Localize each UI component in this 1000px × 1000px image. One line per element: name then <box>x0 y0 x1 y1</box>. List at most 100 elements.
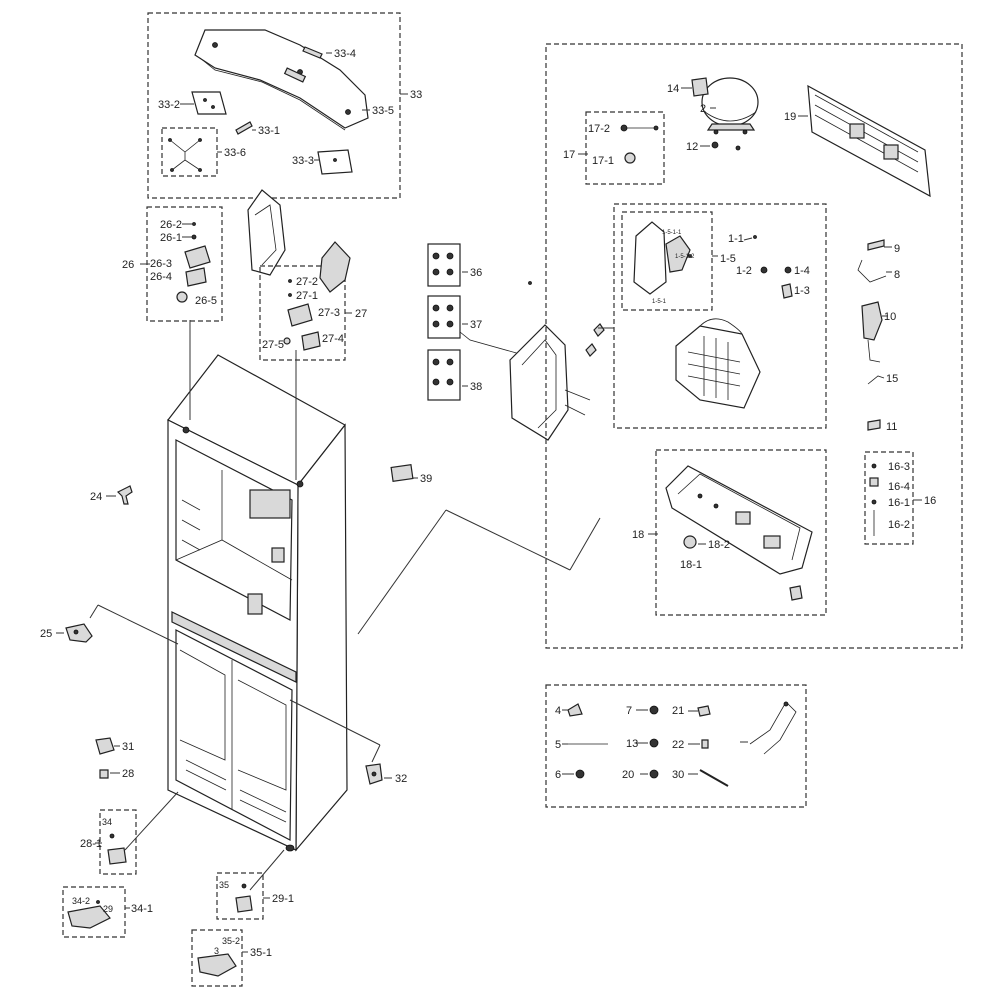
part-6 <box>649 705 659 715</box>
label-34-2: 29 <box>103 904 113 914</box>
leader-24 <box>97 604 179 645</box>
label-1-3: 1-3 <box>794 285 810 297</box>
tube-37 <box>459 331 521 355</box>
label-6: 7 <box>626 705 632 717</box>
label-7: 13 <box>626 738 638 750</box>
part-35 <box>197 953 237 977</box>
label-26-1: 26-1 <box>160 232 182 244</box>
label-36: 36 <box>470 267 482 279</box>
label-13: 20 <box>622 769 634 781</box>
label-16-3: 16-3 <box>888 461 910 473</box>
part-31 <box>99 769 109 779</box>
fan-shroud <box>247 189 286 276</box>
label-31: 28 <box>122 768 134 780</box>
part-24 <box>65 623 93 643</box>
label-27: 27 <box>355 308 367 320</box>
label-10: 10 <box>884 311 896 323</box>
wire-harness <box>168 138 202 172</box>
group-box-1-5 <box>621 211 713 311</box>
nut-1-3 <box>781 283 793 299</box>
part-7 <box>649 738 659 748</box>
label-22: 30 <box>672 769 684 781</box>
compressor <box>701 77 759 135</box>
label-33-2: 33-2 <box>158 99 180 111</box>
leader-29 <box>249 849 285 891</box>
group-box-18 <box>655 449 827 616</box>
part-18-1 <box>683 535 697 549</box>
group-box-17 <box>585 111 665 185</box>
label-1-5: 1-5 <box>720 253 736 265</box>
group-box-29 <box>216 872 264 920</box>
part-11 <box>867 419 881 431</box>
label-23: 24 <box>90 491 102 503</box>
hinge-assembly-26 <box>176 222 211 303</box>
label-1-2: 1-2 <box>736 265 752 277</box>
label-9: 9 <box>894 243 900 255</box>
label-16: 16 <box>924 495 936 507</box>
group-box-misc <box>545 684 807 808</box>
part-32 <box>95 737 115 755</box>
label-28: 28-1 <box>80 838 102 850</box>
leader-28 <box>124 791 179 851</box>
label-25: 32 <box>395 773 407 785</box>
part-39 <box>390 463 414 483</box>
label-33-1: 33-1 <box>258 125 280 137</box>
leader-24b <box>89 604 99 619</box>
relay-14 <box>691 77 709 97</box>
label-2: 2 <box>700 103 706 115</box>
panel-36 <box>427 243 461 287</box>
label-12: 12 <box>686 141 698 153</box>
label-26-3: 26-3 <box>150 258 172 270</box>
label-18: 18 <box>632 529 644 541</box>
part-28 <box>107 847 127 865</box>
label-17-2: 17-2 <box>588 123 610 135</box>
label-26-2: 26-2 <box>160 219 182 231</box>
panel-37 <box>427 295 461 339</box>
fan-blade <box>319 241 351 293</box>
label-5: 6 <box>555 769 561 781</box>
part-8 <box>857 259 887 283</box>
label-8: 8 <box>894 269 900 281</box>
label-39: 39 <box>420 473 432 485</box>
label-17: 17 <box>563 149 575 161</box>
evaporator-coil <box>675 318 761 409</box>
hinge-plate-left <box>191 91 227 115</box>
hinge-bolt <box>235 121 253 135</box>
hinge-plate-right <box>317 149 353 175</box>
label-11: 11 <box>886 421 897 433</box>
part-22 <box>699 769 729 787</box>
back-cover-19 <box>807 84 931 198</box>
part-13 <box>649 769 659 779</box>
part-34 <box>67 905 111 929</box>
label-16-4: 16-4 <box>888 481 910 493</box>
label-37: 37 <box>470 319 482 331</box>
hinge-assembly-27 <box>283 279 321 351</box>
panel-38 <box>427 349 461 401</box>
label-1-1: 1-1 <box>728 233 744 245</box>
label-29: 29-1 <box>272 893 294 905</box>
label-16-2: 16-2 <box>888 519 910 531</box>
label-1-5-1-1: 1-5-1-1 <box>662 230 682 236</box>
group-box-16 <box>864 451 914 545</box>
label-26-5: 26-5 <box>195 295 217 307</box>
label-33-6: 33-6 <box>224 147 246 159</box>
group-box-33-6 <box>161 127 218 177</box>
evaporator-housing <box>509 281 605 441</box>
label-3: 4 <box>555 705 561 717</box>
label-27-1: 27-1 <box>296 290 318 302</box>
label-29-1: 35 <box>219 880 229 890</box>
leader-main2 <box>445 509 571 571</box>
label-26: 26 <box>122 259 134 271</box>
label-33-4: 33-4 <box>334 48 356 60</box>
label-33-5: 33-5 <box>372 105 394 117</box>
refrigerator-cabinet <box>167 354 348 852</box>
part-10 <box>861 301 883 341</box>
grommet-12 <box>711 141 719 149</box>
label-27-4: 27-4 <box>322 333 344 345</box>
label-18-1: 18-1 <box>680 559 702 571</box>
label-21: 22 <box>672 739 684 751</box>
label-27-5: 27-5 <box>262 339 284 351</box>
label-33: 33 <box>410 89 422 101</box>
label-14: 14 <box>667 83 679 95</box>
